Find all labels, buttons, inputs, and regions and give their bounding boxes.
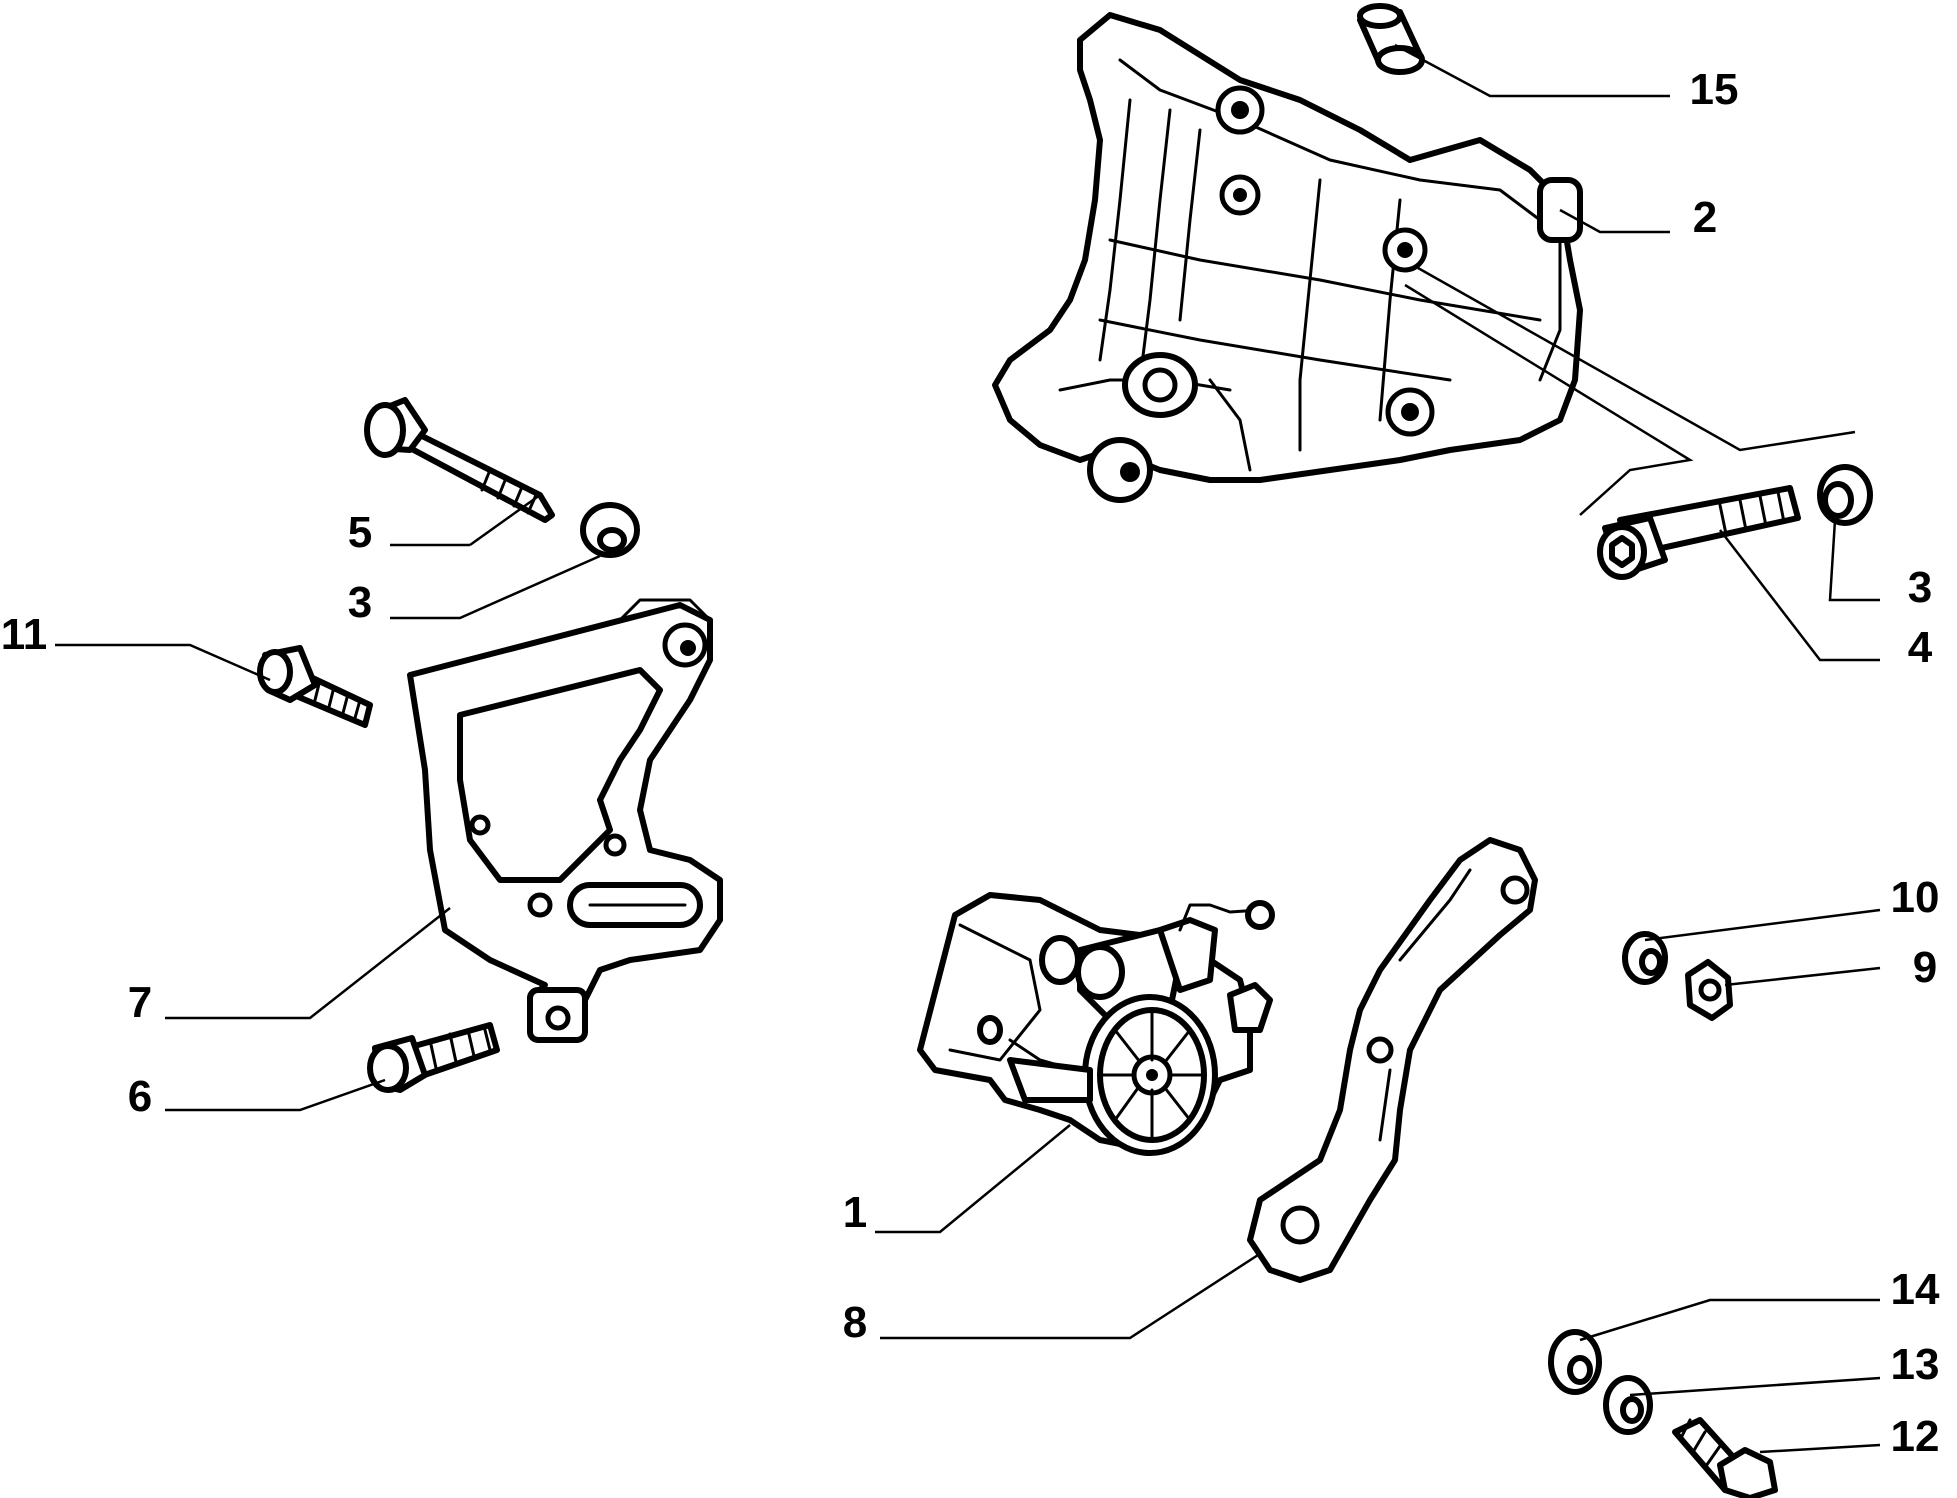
label-2: 2 (1692, 193, 1718, 242)
part-5-bolt (364, 397, 555, 523)
part-10-washer (1622, 931, 1668, 985)
part-9-nut (1685, 959, 1733, 1021)
label-9: 9 (1912, 943, 1938, 992)
label-3b: 3 (1907, 563, 1933, 612)
part-8-arm (1247, 837, 1538, 1283)
part-7-bracket (407, 598, 723, 1043)
part-3-washer-right (1817, 464, 1873, 526)
label-14: 14 (1890, 1265, 1940, 1314)
label-6: 6 (127, 1072, 153, 1121)
part-2-housing (992, 12, 1583, 503)
label-4: 4 (1907, 623, 1933, 672)
label-13: 13 (1890, 1340, 1940, 1389)
part-3-washer-left (580, 502, 640, 558)
part-4-bolt (1597, 485, 1801, 580)
label-3a: 3 (347, 578, 373, 627)
part-1-pump (917, 892, 1275, 1156)
label-11: 11 (0, 610, 48, 659)
label-7: 7 (127, 978, 153, 1027)
leader-lines (55, 43, 1881, 1454)
label-1: 1 (842, 1188, 868, 1237)
part-14-washer (1548, 1329, 1602, 1395)
label-12: 12 (1890, 1412, 1940, 1461)
part-15-bushing (1357, 3, 1425, 75)
part-13-washer (1603, 1375, 1653, 1435)
part-11-screw (257, 645, 373, 728)
label-8: 8 (842, 1298, 868, 1347)
label-5: 5 (347, 508, 373, 557)
label-15: 15 (1689, 65, 1739, 114)
label-10: 10 (1890, 873, 1940, 922)
part-12-bolt (1672, 1417, 1778, 1498)
part-6-bolt (367, 1022, 500, 1093)
